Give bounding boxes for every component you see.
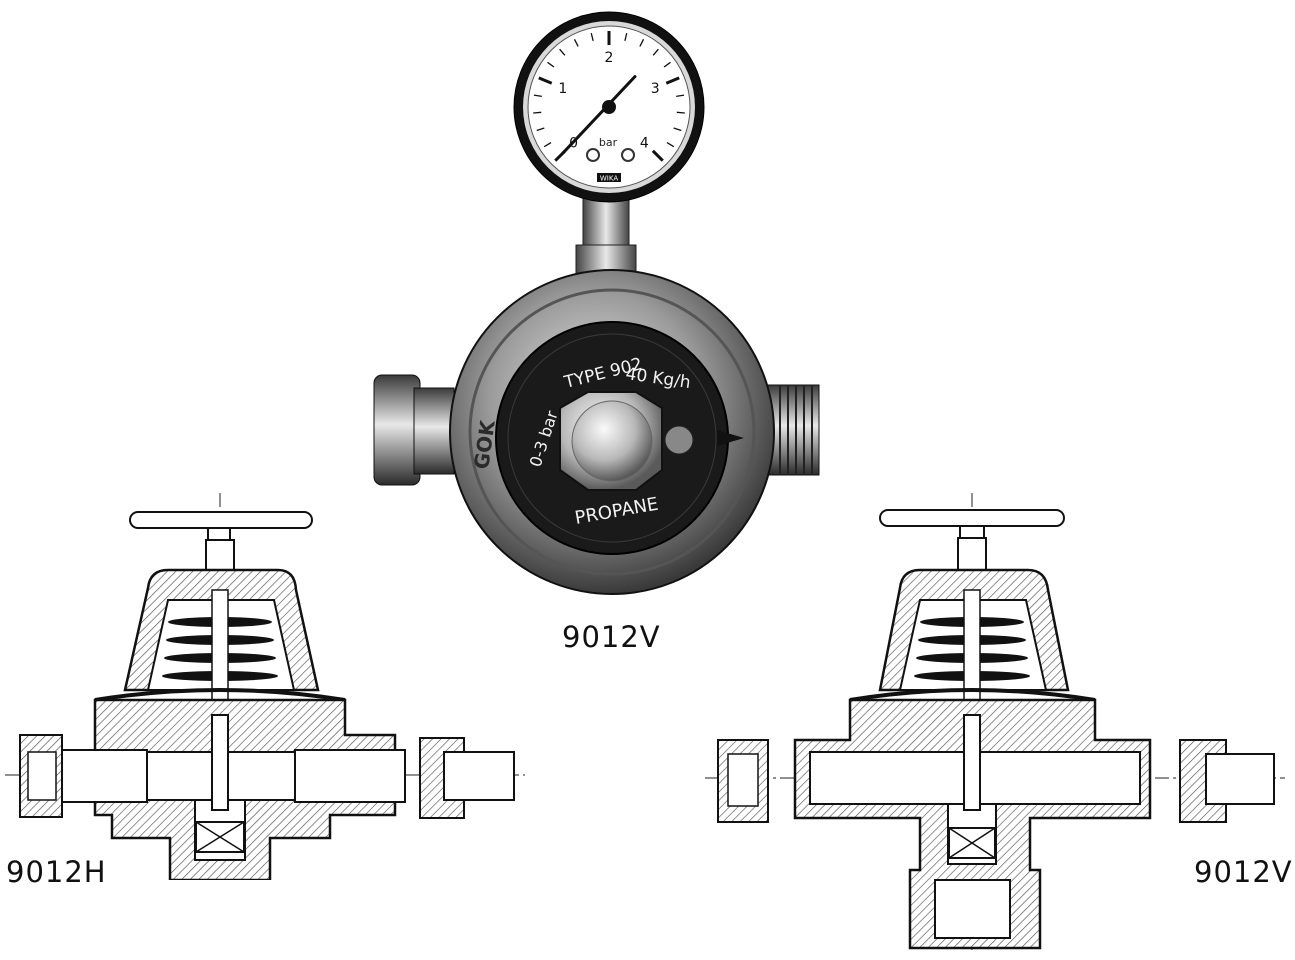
- gauge-brand: WIKA: [600, 175, 618, 183]
- gauge-tick: [547, 61, 555, 68]
- gauge-tick-label: 1: [558, 81, 567, 97]
- cross-section-9012h: [5, 493, 525, 880]
- left-caption: 9012H: [6, 855, 107, 889]
- gauge-tick: [663, 61, 671, 68]
- gauge-tick: [676, 94, 685, 98]
- inlet-nut: [373, 374, 455, 486]
- gauge-tick: [573, 38, 579, 47]
- gauge-tick: [676, 111, 685, 114]
- gauge-tick-label: 3: [651, 81, 660, 97]
- gauge-tick: [536, 127, 545, 132]
- gauge-tick: [533, 94, 542, 98]
- gauge-tick: [559, 48, 566, 56]
- gauge-needle: [561, 75, 637, 155]
- gauge-tick: [666, 141, 675, 148]
- pressure-gauge: 01234 bar WIKA: [513, 11, 705, 203]
- gauge-tick: [624, 32, 628, 42]
- gauge-tick: [538, 76, 553, 85]
- gauge-tick: [651, 149, 664, 162]
- gauge-tick-label: 4: [640, 135, 649, 151]
- gauge-tick: [533, 111, 542, 114]
- adjusting-cap: [559, 391, 663, 491]
- cross-section-9012v: [705, 493, 1285, 950]
- gauge-tick: [590, 32, 594, 42]
- gauge-tick: [639, 38, 645, 47]
- right-caption: 9012V: [1194, 855, 1293, 889]
- gauge-tick: [543, 141, 552, 148]
- regulator-photo: TYPE 902 40 Kg/h 0-3 bar PROPANE GOK 012…: [373, 11, 820, 595]
- gauge-tick: [652, 48, 659, 56]
- gauge-unit: bar: [599, 136, 618, 149]
- gauge-tick: [665, 76, 680, 85]
- gauge-tick: [673, 127, 682, 132]
- photo-caption: 9012V: [562, 620, 661, 654]
- gauge-tick-label: 2: [605, 50, 614, 66]
